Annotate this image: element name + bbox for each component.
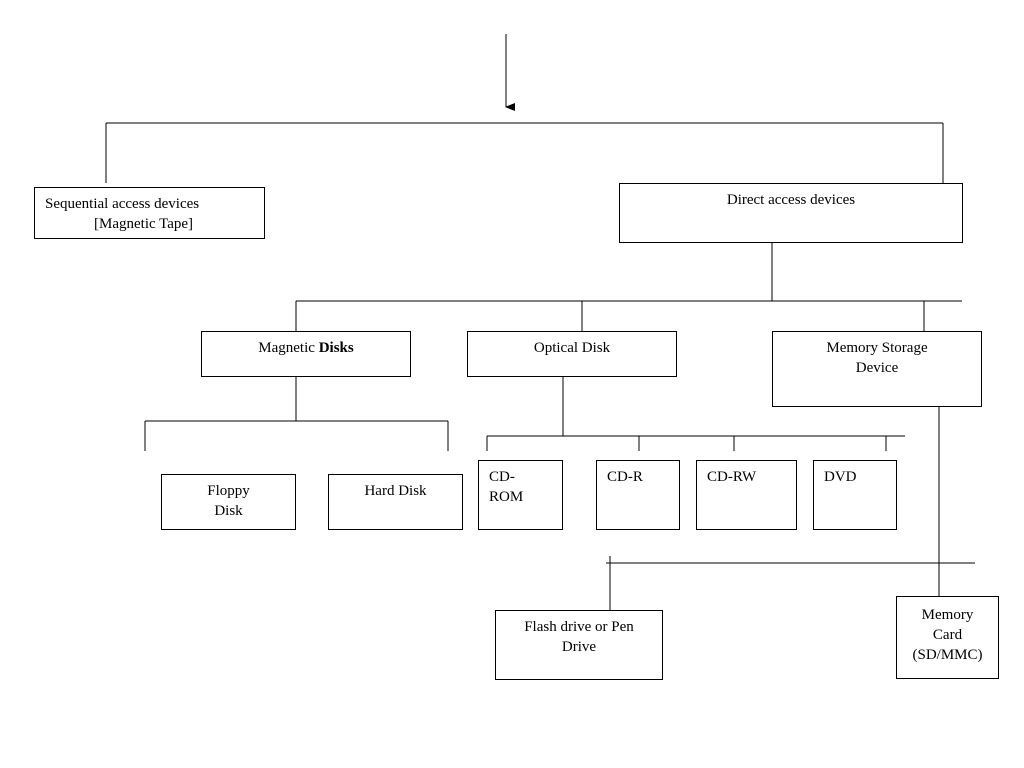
cd-rom-box: CD- ROM [478,460,563,530]
cd-rw-label: CD-RW [707,469,757,485]
cd-rom-label-line2: ROM [489,489,524,505]
magnetic-label-part2: Disks [318,340,354,356]
memory-storage-device-box: Memory Storage Device [772,331,982,407]
cd-r-box: CD-R [596,460,680,530]
sequential-label-line2: [Magnetic Tape] [94,216,194,232]
flash-label-line2: Drive [561,639,597,655]
magnetic-label: Magnetic Disks [202,338,410,358]
memory-card-label-line1: Memory [921,607,974,623]
hard-disk-label: Hard Disk [364,483,427,499]
cd-rw-box: CD-RW [696,460,797,530]
memory-card-label-line3: (SD/MMC) [912,647,983,663]
floppy-label-line1: Floppy [207,483,250,499]
floppy-label-line2: Disk [214,503,243,519]
memory-storage-label-line1: Memory Storage [826,340,928,356]
memory-card-label-line2: Card [932,627,963,643]
sequential-access-devices-box: Sequential access devices [Magnetic Tape… [34,187,265,239]
cd-rom-label-line1: CD- [489,469,515,485]
memory-storage-label-line2: Device [855,360,899,376]
cd-r-label: CD-R [607,469,643,485]
direct-access-devices-box: Direct access devices [619,183,963,243]
dvd-label: DVD [824,469,857,485]
optical-disk-box: Optical Disk [467,331,677,377]
sequential-label-line1: Sequential access devices [45,196,200,212]
floppy-disk-box: Floppy Disk [161,474,296,530]
direct-label: Direct access devices [726,192,856,208]
magnetic-disks-box: Magnetic Disks [201,331,411,377]
magnetic-label-part1: Magnetic [258,340,319,356]
dvd-box: DVD [813,460,897,530]
flash-drive-box: Flash drive or Pen Drive [495,610,663,680]
flash-label-line1: Flash drive or Pen [524,619,634,635]
optical-label: Optical Disk [533,340,611,356]
hard-disk-box: Hard Disk [328,474,463,530]
memory-card-box: Memory Card (SD/MMC) [896,596,999,679]
